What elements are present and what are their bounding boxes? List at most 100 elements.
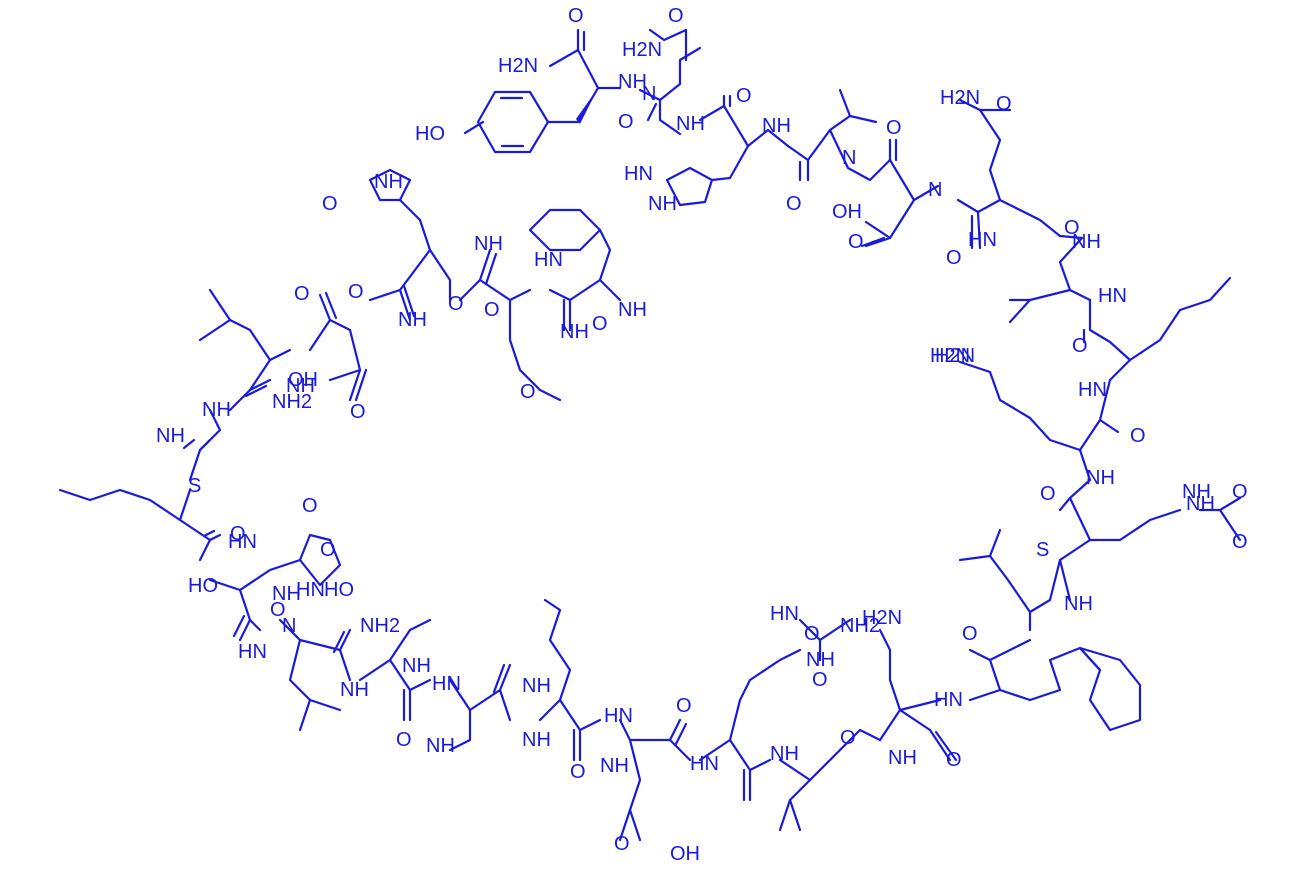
- atom-label: NH: [1086, 467, 1115, 489]
- bond-lines: [58, 28, 1242, 842]
- atom-label: O: [1072, 335, 1088, 357]
- atom-label: NH: [202, 399, 231, 421]
- atom-label: HN: [624, 163, 653, 185]
- atom-label: NH: [770, 743, 799, 765]
- atom-label: O: [302, 495, 318, 517]
- atom-label: S: [188, 475, 201, 497]
- atom-label: NH: [1182, 481, 1211, 503]
- atom-label: NH2: [840, 615, 880, 637]
- atom-label: NH: [402, 655, 431, 677]
- atom-label: NH: [474, 233, 503, 255]
- atom-label: HN: [604, 705, 633, 727]
- atom-label: NH: [398, 309, 427, 331]
- atom-label: O: [396, 729, 412, 751]
- atom-label: O: [848, 231, 864, 253]
- atom-label: OH: [288, 369, 318, 391]
- atom-label: O: [322, 193, 338, 215]
- atom-label: O: [1232, 481, 1248, 503]
- atom-label: H2N: [935, 345, 975, 367]
- atom-label: N: [928, 179, 942, 201]
- atom-label: NH: [1064, 593, 1093, 615]
- atom-label: HN: [534, 249, 563, 271]
- atom-label: NH: [286, 375, 315, 397]
- atom-label: O: [1064, 217, 1080, 239]
- atom-label: HN: [228, 531, 257, 553]
- atom-label: NH: [618, 299, 647, 321]
- atom-label: HN: [770, 603, 799, 625]
- atom-label: O: [668, 5, 684, 27]
- atom-label: NH: [272, 583, 301, 605]
- atom-label: O: [230, 523, 246, 545]
- atom-label: NH: [1186, 493, 1215, 515]
- atom-label: NH: [600, 755, 629, 777]
- atom-label: O: [350, 401, 366, 423]
- atom-label: NH: [522, 729, 551, 751]
- atom-label: O: [804, 623, 820, 645]
- atom-label: O: [812, 669, 828, 691]
- atom-label: HN: [968, 229, 997, 251]
- atom-label: HN: [432, 673, 461, 695]
- atom-label: NH: [156, 425, 185, 447]
- atom-label: O: [614, 833, 630, 855]
- atom-label: O: [840, 727, 856, 749]
- atom-label: O: [1130, 425, 1146, 447]
- atom-label: H2N: [862, 607, 902, 629]
- atom-label: HO: [188, 575, 218, 597]
- atom-label: NH: [618, 71, 647, 93]
- atom-label: S: [1036, 539, 1049, 561]
- atom-label: O: [294, 283, 310, 305]
- atom-label: O: [618, 111, 634, 133]
- atom-label: NH: [374, 171, 403, 193]
- atom-label: O: [996, 93, 1012, 115]
- atom-label: O: [736, 85, 752, 107]
- atom-label: O: [592, 313, 608, 335]
- atom-label: NH: [676, 113, 705, 135]
- atom-label: O: [348, 281, 364, 303]
- atom-label: N: [842, 147, 856, 169]
- atom-label: HN: [296, 579, 325, 601]
- atom-label: NH: [560, 321, 589, 343]
- atom-label: O: [786, 193, 802, 215]
- atom-label: NH: [648, 193, 677, 215]
- atom-label: HN: [1078, 379, 1107, 401]
- atom-label: O: [320, 539, 336, 561]
- atom-label: O: [484, 299, 500, 321]
- atom-label: NH: [426, 735, 455, 757]
- atom-label: O: [962, 623, 978, 645]
- atom-label: H2N: [622, 39, 662, 61]
- atom-label: O: [676, 695, 692, 717]
- atom-label: HN: [1098, 285, 1127, 307]
- atom-label: O: [946, 247, 962, 269]
- atom-label: H2N: [498, 55, 538, 77]
- atom-label: O: [570, 761, 586, 783]
- atom-label: O: [886, 117, 902, 139]
- atom-label: NH2: [360, 615, 400, 637]
- atom-label: O: [568, 5, 584, 27]
- atom-label: HO: [415, 123, 445, 145]
- atom-label: N: [642, 83, 656, 105]
- atom-label: O: [1040, 483, 1056, 505]
- atom-label: H2N: [940, 87, 980, 109]
- atom-label: OH: [670, 843, 700, 865]
- atom-label: HN: [934, 689, 963, 711]
- atom-label: O: [946, 749, 962, 771]
- atom-label: NH: [340, 679, 369, 701]
- atom-label: O: [520, 381, 536, 403]
- atom-label: NH: [1072, 231, 1101, 253]
- atom-label: HO: [324, 579, 354, 601]
- atom-label: OH: [832, 201, 862, 223]
- atom-label: NH: [762, 115, 791, 137]
- atom-label: O: [270, 599, 286, 621]
- atom-label: NH: [888, 747, 917, 769]
- atom-label: NH2: [272, 391, 312, 413]
- atom-label: H2N: [930, 345, 970, 367]
- atom-label: NH: [522, 675, 551, 697]
- atom-label: N: [282, 615, 296, 637]
- atom-label: O: [1232, 531, 1248, 553]
- atom-label: HN: [238, 641, 267, 663]
- atom-label: O: [448, 293, 464, 315]
- atom-label: HN: [690, 753, 719, 775]
